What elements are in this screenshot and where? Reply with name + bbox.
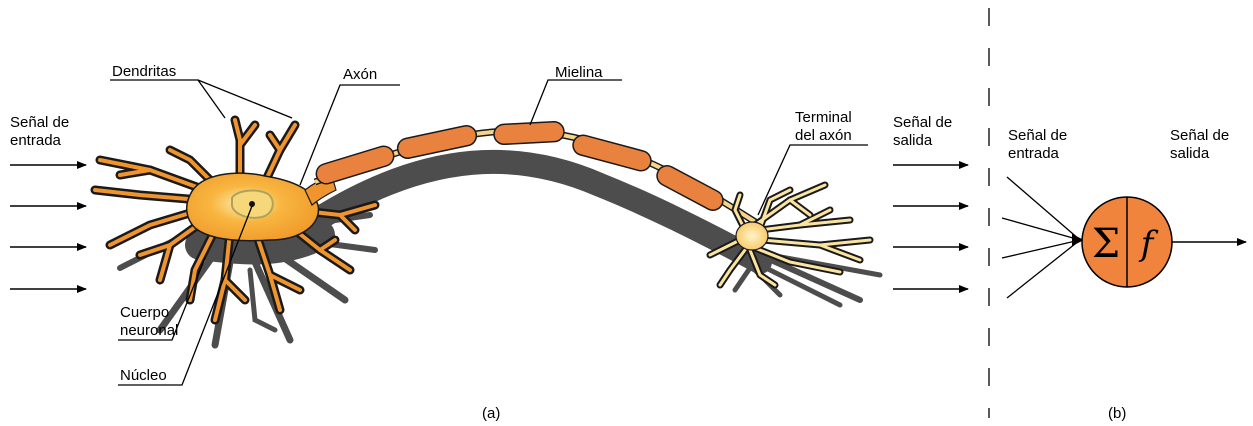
input-line: [1007, 177, 1080, 240]
myelin-label: Mielina: [555, 64, 603, 81]
dendrites-leader: [110, 80, 225, 118]
panel-b: Señal de entrada Señal de salida Σ f (b): [1002, 127, 1246, 422]
cell-body-label: Cuerpo neuronal: [120, 304, 178, 339]
myelin-segment: [494, 121, 565, 145]
input-signal-label-b: Señal de entrada: [1008, 127, 1071, 162]
dendrites-label: Dendritas: [112, 63, 176, 80]
output-arrows-a: [893, 165, 968, 289]
input-arrows-a: [10, 165, 86, 289]
output-signal-label-a: Señal de salida: [893, 114, 956, 149]
nucleus-label: Núcleo: [120, 367, 167, 384]
axon-terminal-label: Terminal del axón: [795, 109, 856, 144]
input-line: [1002, 218, 1080, 240]
perceptron-inputs: [1002, 177, 1080, 298]
input-signal-label-a: Señal de entrada: [10, 114, 73, 149]
panel-a-caption: (a): [482, 405, 500, 422]
axon-label: Axón: [343, 66, 377, 83]
output-signal-label-b: Señal de salida: [1170, 127, 1233, 162]
axon-terminal-leader: [758, 145, 868, 215]
panel-a: Señal de entrada: [10, 63, 968, 422]
panel-b-caption: (b): [1108, 405, 1126, 422]
sum-symbol: Σ: [1092, 221, 1120, 267]
myelin-leader: [530, 80, 622, 125]
